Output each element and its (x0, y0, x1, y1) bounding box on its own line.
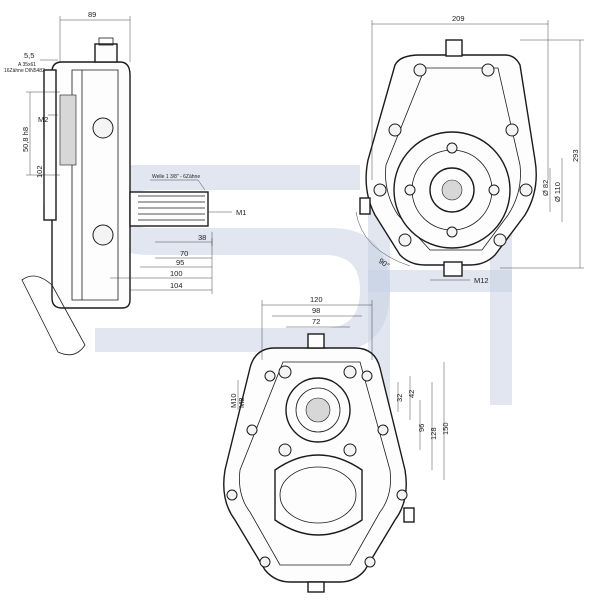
dim-bottom-72: 72 (312, 317, 320, 326)
dim-bottom-42: 42 (407, 390, 416, 398)
dim-side-38: 38 (198, 233, 206, 242)
dim-bottom-98: 98 (312, 306, 320, 315)
dim-bottom-m10: M10 (229, 393, 238, 408)
dim-side-offset: 5,5 (24, 51, 34, 60)
dim-front-m12: M12 (474, 276, 489, 285)
dim-front-width: 209 (452, 14, 465, 23)
side-view (21, 37, 209, 356)
side-view-dimensions: 89 5,5 A 35x61 16Zähne DIN5482 50,8 h8 M… (4, 10, 246, 294)
dim-bottom-128: 128 (429, 427, 438, 440)
dim-front-height: 293 (571, 149, 580, 162)
dim-side-104: 104 (170, 281, 183, 290)
dim-bottom-150: 150 (441, 422, 450, 435)
side-annotation-1: A 35x61 (18, 62, 36, 68)
side-annotation-2: 16Zähne DIN5482 (4, 68, 45, 74)
dim-side-95: 95 (176, 258, 184, 267)
dim-bottom-120: 120 (310, 295, 323, 304)
dim-bottom-32: 32 (395, 394, 404, 402)
front-view (359, 39, 537, 277)
bottom-view (223, 333, 415, 593)
dim-side-shaft-dia: 50,8 h8 (21, 127, 30, 152)
dim-front-dia-82: Ø 82 (541, 180, 550, 196)
dim-side-m2: M2 (38, 115, 48, 124)
dim-front-dia-110: Ø 110 (553, 182, 562, 202)
dim-side-width: 89 (88, 10, 96, 19)
dim-side-100: 100 (170, 269, 183, 278)
bottom-view-dimensions: 120 98 72 M10 M8 32 42 96 128 150 (229, 295, 450, 480)
dim-side-70: 70 (180, 249, 188, 258)
dim-side-102: 102 (35, 165, 44, 178)
dim-side-m1: M1 (236, 208, 246, 217)
dim-bottom-96: 96 (417, 424, 426, 432)
dim-bottom-m8: M8 (237, 398, 246, 408)
side-shaft-label: Welle 1 3/8" - 6Zähne (152, 174, 200, 180)
